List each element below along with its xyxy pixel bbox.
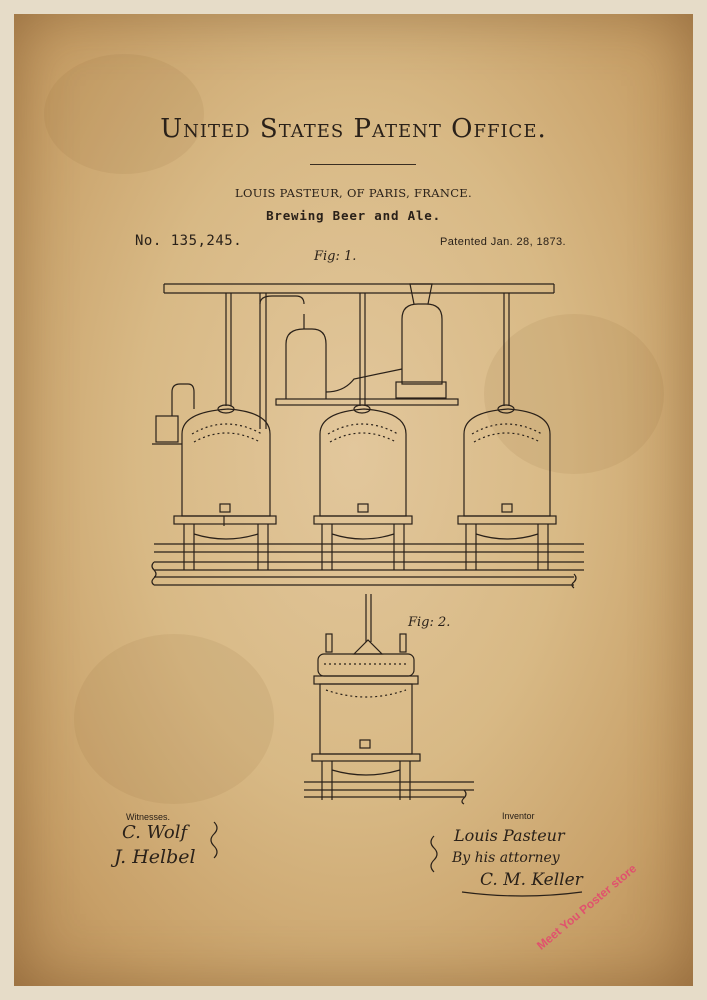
attorney-signature: C. M. Keller (480, 870, 583, 890)
fig1-spray-pattern (191, 423, 543, 443)
figure-2-label: Fig: 2. (408, 615, 451, 630)
fig2-tank (304, 594, 474, 805)
witness-signature-2: J. Helbel (114, 846, 196, 868)
witness-flourish (210, 821, 218, 859)
fig1-top-pipe (163, 283, 555, 294)
inventor-line: LOUIS PASTEUR, OF PARIS, FRANCE. (235, 186, 472, 200)
paper-stain (74, 634, 274, 804)
fig1-side-gauge (152, 383, 195, 445)
office-title: United States Patent Office. (160, 114, 547, 144)
patent-number: No. 135,245. (135, 233, 243, 249)
patent-date: Patented Jan. 28, 1873. (440, 236, 567, 248)
fig1-tank-right (457, 293, 557, 570)
figure-1-label: Fig: 1. (314, 249, 357, 264)
witnesses-label: Witnesses. (126, 812, 171, 822)
patent-drawing (151, 283, 584, 897)
inventor-signature: Louis Pasteur (454, 826, 565, 845)
patent-poster: United States Patent Office. LOUIS PASTE… (14, 14, 693, 986)
inventor-flourish (430, 835, 438, 873)
fig1-tank-middle (313, 293, 413, 570)
attorney-line: By his attorney (452, 850, 560, 866)
fig1-bottle-shelf (259, 283, 459, 429)
witness-signature-1: C. Wolf (122, 822, 188, 843)
paper-stain (484, 314, 664, 474)
invention-title: Brewing Beer and Ale. (266, 208, 441, 223)
attorney-underline (461, 891, 583, 897)
title-divider (310, 164, 416, 165)
fig1-tank-left (173, 293, 277, 570)
paper-stain (44, 54, 204, 174)
fig1-bottom-rails (151, 543, 584, 589)
fig2-spray-pattern (324, 663, 408, 698)
inventor-label: Inventor (502, 811, 535, 821)
